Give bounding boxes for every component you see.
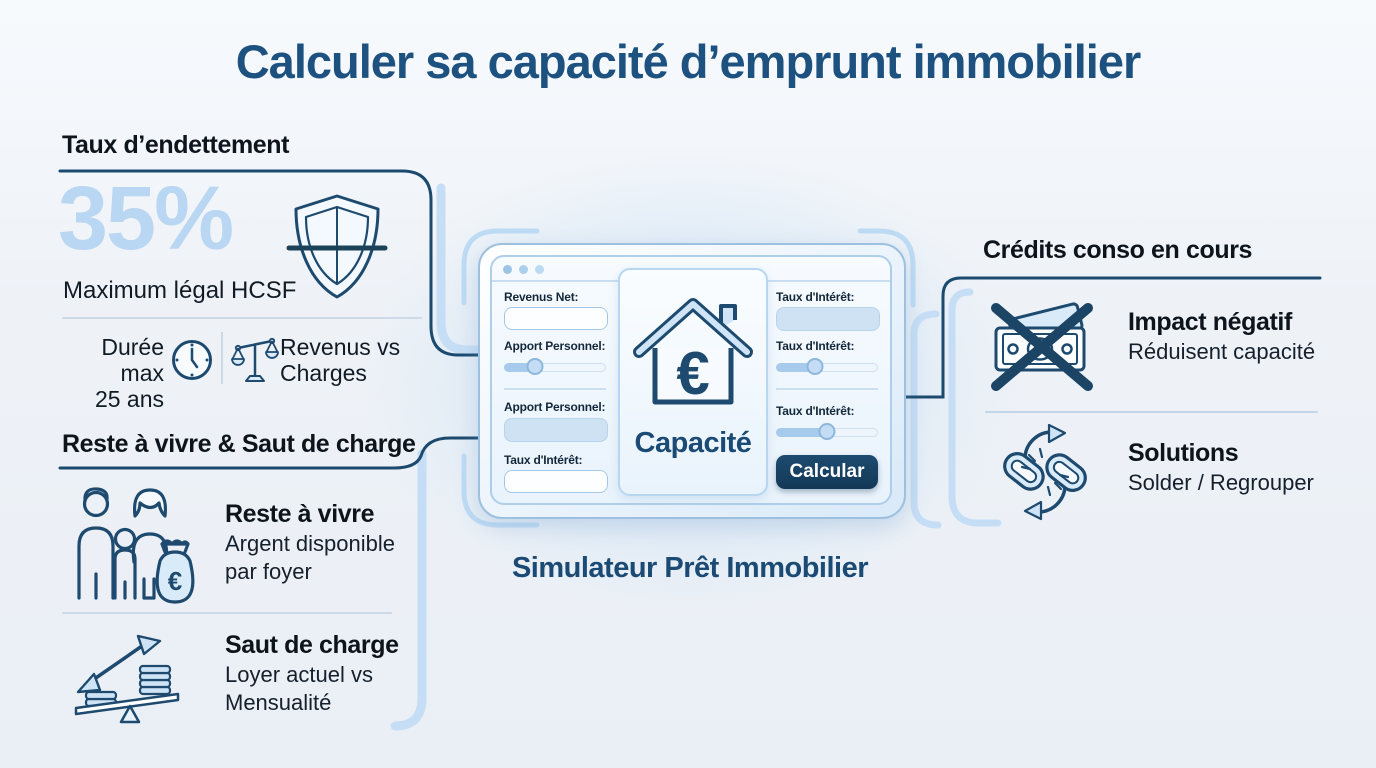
page-title: Calculer sa capacité d’emprunt immobilie… xyxy=(235,35,1142,88)
apport-personnel-label: Apport Personnel: xyxy=(504,339,606,353)
list-item-reste-a-vivre: Reste à vivre Argent disponible par foye… xyxy=(225,500,396,584)
banknote-crossed-icon xyxy=(991,302,1093,391)
slider-fill xyxy=(776,428,827,437)
slider-fill xyxy=(776,363,815,372)
section-heading-debt-ratio: Taux d’endettement xyxy=(62,131,290,159)
balance-text: Revenus vs Charges xyxy=(280,334,401,386)
capacity-label: Capacité xyxy=(634,427,752,459)
divider xyxy=(776,388,878,390)
taux-interet-slider[interactable] xyxy=(776,358,878,375)
family-money-icon: € xyxy=(77,487,195,604)
simulator-window: Revenus Net: Apport Personnel: Apport Pe… xyxy=(490,255,892,505)
euro-glyph: € xyxy=(676,340,709,407)
duration-text: Durée max 25 ans xyxy=(94,334,164,412)
taux-interet-label: Taux d'Intérêt: xyxy=(504,453,583,467)
taux-interet-slider[interactable] xyxy=(776,423,878,440)
divider xyxy=(985,411,1318,413)
slider-fill xyxy=(504,363,535,372)
apport-personnel-slider[interactable] xyxy=(504,358,606,375)
broken-chain-icon xyxy=(1003,423,1087,521)
divider xyxy=(504,388,606,390)
house-euro-icon: € xyxy=(633,298,753,407)
scales-icon xyxy=(231,337,279,382)
divider xyxy=(221,332,223,384)
slider-thumb[interactable] xyxy=(806,358,824,375)
shield-icon xyxy=(286,194,388,299)
calculate-button[interactable]: Calcular xyxy=(776,455,878,489)
divider xyxy=(62,612,392,614)
seesaw-icon xyxy=(74,634,180,724)
taux-interet-input[interactable] xyxy=(776,307,880,331)
slider-thumb[interactable] xyxy=(526,358,544,375)
simulator-caption: Simulateur Prêt Immobilier xyxy=(511,552,869,584)
revenus-net-label: Revenus Net: xyxy=(504,290,579,304)
window-dot xyxy=(503,265,512,274)
list-item-saut-de-charge: Saut de charge Loyer actuel vs Mensualit… xyxy=(225,631,399,715)
apport-personnel-label: Apport Personnel: xyxy=(504,400,606,414)
divider xyxy=(62,317,422,319)
taux-interet-input[interactable] xyxy=(504,470,608,493)
taux-interet-label: Taux d'Intérêt: xyxy=(776,404,855,418)
debt-ratio-value: 35% xyxy=(58,169,234,269)
section-heading-living: Reste à vivre & Saut de charge xyxy=(62,430,416,458)
window-dots xyxy=(503,265,544,274)
section-heading-credits: Crédits conso en cours xyxy=(983,236,1253,264)
taux-interet-label: Taux d'Intérêt: xyxy=(776,290,855,304)
debt-ratio-caption: Maximum légal HCSF xyxy=(63,277,297,304)
taux-interet-label: Taux d'Intérêt: xyxy=(776,339,855,353)
revenus-net-input[interactable] xyxy=(504,307,608,330)
apport-personnel-input[interactable] xyxy=(504,418,608,442)
slider-thumb[interactable] xyxy=(818,423,836,440)
list-item-solutions: Solutions Solder / Regrouper xyxy=(1128,439,1314,495)
euro-glyph: € xyxy=(168,566,182,596)
window-dot xyxy=(535,265,544,274)
clock-icon xyxy=(172,340,212,380)
list-item-impact-negatif: Impact négatif Réduisent capacité xyxy=(1128,308,1316,364)
window-dot xyxy=(519,265,528,274)
capacity-card: € Capacité xyxy=(618,268,768,496)
